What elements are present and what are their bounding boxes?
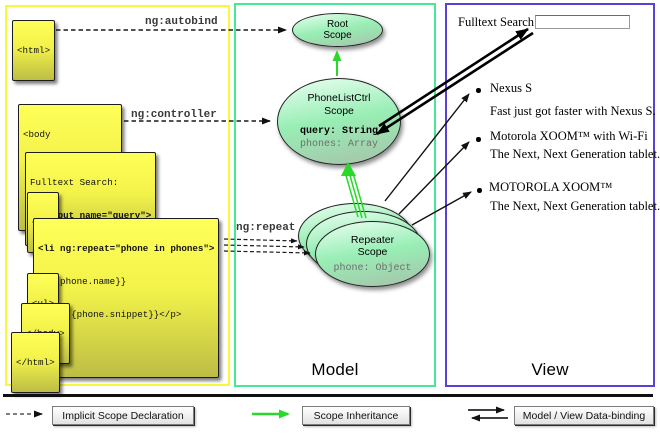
fulltext-search-input[interactable] — [535, 15, 630, 29]
code-html-close: </html> — [11, 332, 60, 393]
phone-name: MOTOROLA XOOM™ — [489, 180, 613, 194]
phone-snippet: The Next, Next Generation tablet. — [490, 199, 660, 213]
view-panel-title: View — [531, 360, 569, 379]
ng-repeat-label: ng:repeat — [236, 222, 296, 234]
repeater-scope-ellipse-front: Repeater Scope phone: Object — [315, 221, 430, 287]
code-line: <p>{{phone.snippet}}</p> — [38, 309, 182, 320]
code-line: {{phone.name}} — [38, 276, 127, 287]
repeater-scope-title: Scope — [357, 246, 388, 258]
fulltext-search-label: Fulltext Search: — [458, 15, 538, 29]
legend-scope-inheritance: Scope Inheritance — [302, 406, 410, 425]
phonelistctrl-scope-title: PhoneListCtrl — [307, 92, 371, 104]
phone-name: Nexus S — [490, 81, 533, 95]
code-line: <body — [23, 129, 51, 140]
phone-snippet: The Next, Next Generation tablet. — [490, 147, 660, 161]
legend-model-view-data-binding: Model / View Data-binding — [514, 406, 654, 425]
phone-name: Motorola XOOM™ with Wi-Fi — [490, 129, 648, 143]
phonelistctrl-phones-prop: phones: Array — [299, 139, 378, 150]
code-line: <html> — [17, 45, 51, 56]
root-scope-title: Scope — [323, 30, 352, 41]
repeater-phone-prop: phone: Object — [333, 262, 412, 274]
bullet-dot — [476, 88, 481, 93]
repeater-scope-title: Repeater — [350, 233, 395, 246]
phone-snippet: Fast just got faster with Nexus S. — [490, 104, 656, 118]
code-line: </html> — [16, 357, 55, 368]
ng-controller-label: ng:controller — [131, 109, 217, 121]
bullet-dot — [477, 188, 482, 193]
phonelistctrl-scope-title: Scope — [324, 104, 354, 117]
phonelistctrl-scope-ellipse: PhoneListCtrl Scope query: String phones… — [277, 78, 401, 165]
view-panel: View — [445, 3, 655, 387]
legend-divider — [3, 394, 653, 397]
model-panel-title: Model — [311, 360, 359, 379]
phonelistctrl-query-prop: query: String — [299, 126, 378, 137]
legend-implicit-scope-declaration: Implicit Scope Declaration — [52, 406, 194, 425]
code-line: Fulltext Search: — [30, 177, 119, 188]
code-li-repeat: <li ng:repeat="phone in phones"> {{phone… — [33, 218, 220, 378]
code-html-open: <html> — [12, 20, 56, 81]
ng-autobind-label: ng:autobind — [145, 16, 218, 28]
root-scope-ellipse: Root Scope — [292, 13, 383, 47]
code-line: <li ng:repeat="phone in phones"> — [38, 243, 215, 254]
root-scope-title: Root — [326, 19, 349, 30]
bullet-dot — [476, 137, 481, 142]
model-panel: Model — [234, 3, 436, 387]
